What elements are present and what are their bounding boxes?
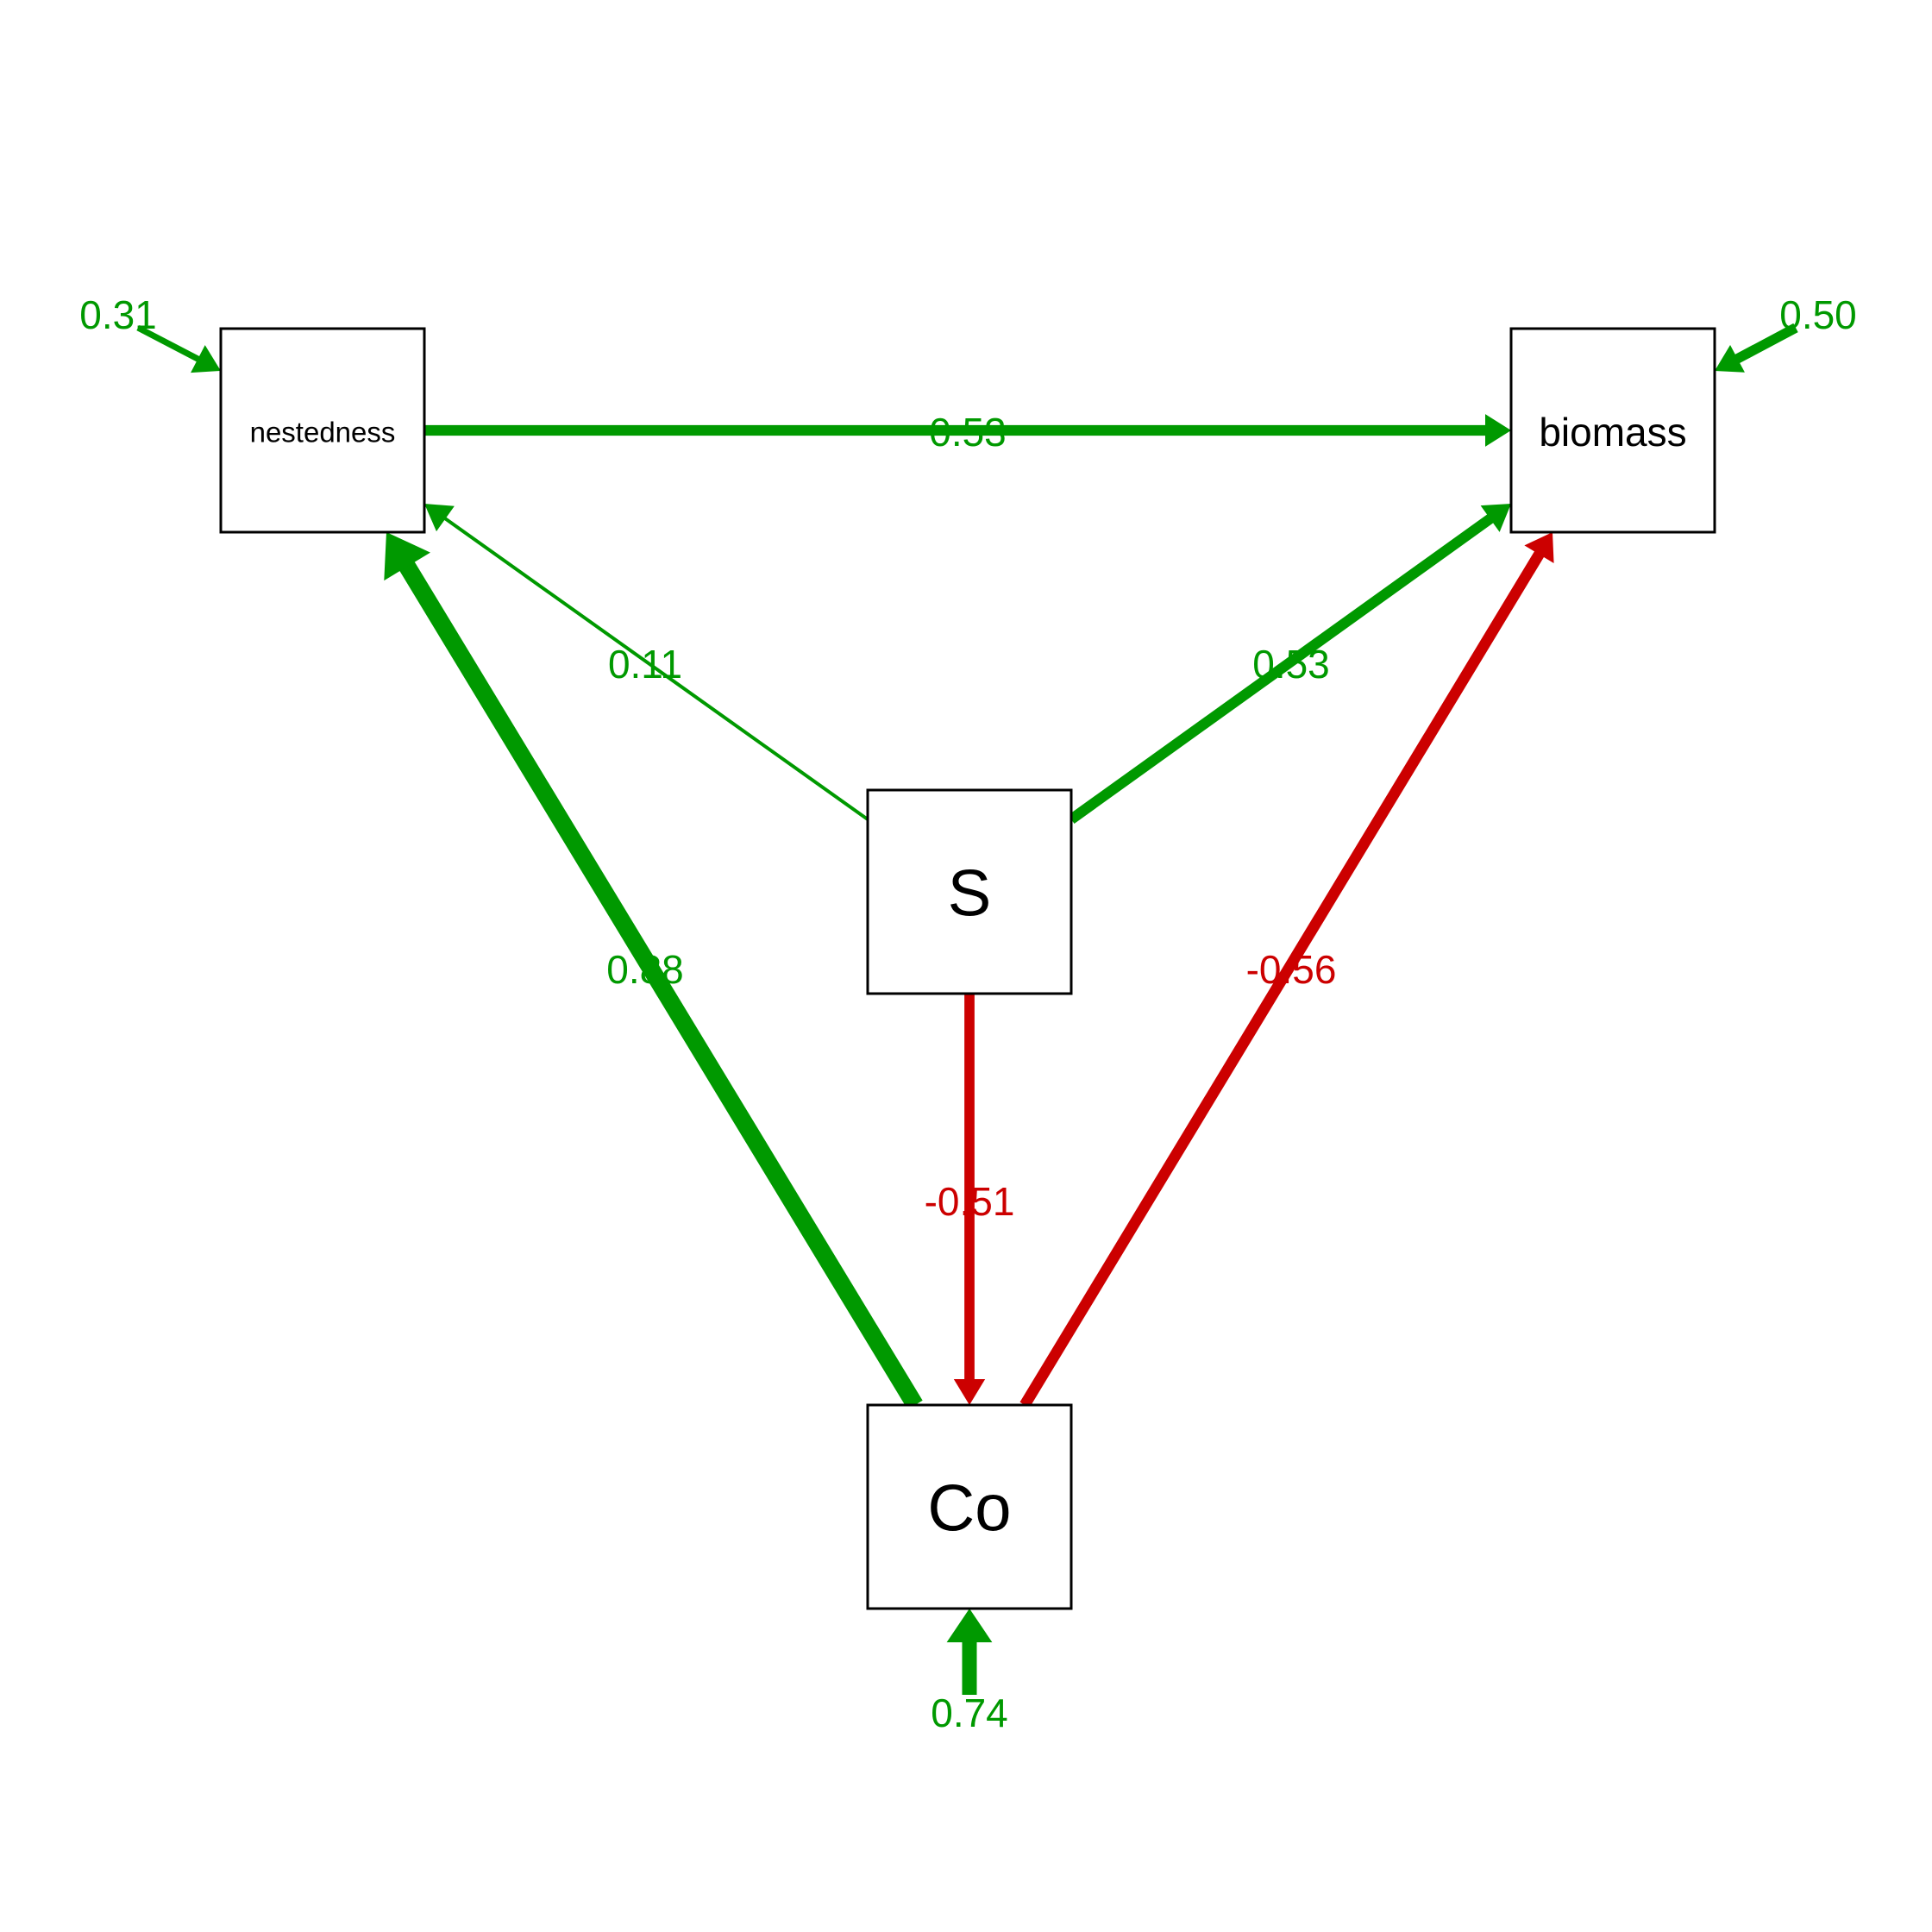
residual-nestedness-line [136, 324, 201, 363]
node-s-label: S [948, 857, 992, 931]
edge-labels-layer: 0.53 0.11 0.53 0.88 -0.51 -0.56 0.31 0.50 0.74 [79, 292, 1857, 1735]
residual-co-label: 0.74 [931, 1690, 1008, 1735]
path-s_to_biomass-arrowhead [1480, 504, 1511, 532]
node-s-box [866, 788, 1073, 995]
node-biomass-label: biomass [1539, 410, 1686, 455]
path-co_to_nestedness-line [398, 560, 923, 1410]
path-nestedness_to_biomass-label: 0.53 [929, 410, 1007, 455]
residual-biomass-label: 0.50 [1779, 292, 1857, 337]
path-co_to_biomass-line [1019, 549, 1546, 1408]
path-s_to_biomass-label: 0.53 [1252, 642, 1330, 687]
path-co_to_biomass-arrowhead [1524, 532, 1554, 564]
node-nestedness-box [219, 327, 426, 534]
path-co_to_nestedness-label: 0.88 [606, 947, 684, 992]
path-s_to_biomass-line [1068, 513, 1495, 824]
path-s_to_nestedness-arrowhead [424, 504, 455, 532]
path-s_to_co-arrowhead [953, 1379, 986, 1405]
path-s_to_nestedness-label: 0.11 [608, 642, 682, 687]
residual-biomass-arrowhead [1715, 345, 1745, 373]
edges-layer [136, 323, 1798, 1695]
node-biomass-box [1509, 327, 1716, 534]
path-co_to_nestedness-arrowhead [384, 532, 430, 581]
node-nestedness-label: nestedness [250, 417, 396, 448]
path-s_to_co-label: -0.51 [925, 1179, 1015, 1224]
residual-biomass-line [1734, 323, 1798, 364]
node-co-label: Co [927, 1472, 1011, 1546]
residual-nestedness-arrowhead [191, 345, 221, 373]
residual-co-arrowhead [946, 1609, 993, 1643]
path-s_to_nestedness-line [442, 516, 869, 821]
path-co_to_biomass-label: -0.56 [1246, 947, 1337, 992]
nodes-layer: nestedness biomass S Co [219, 327, 1716, 1610]
residual-nestedness-label: 0.31 [79, 292, 157, 337]
node-co-box [866, 1403, 1073, 1610]
path-nestedness_to_biomass-arrowhead [1485, 414, 1511, 447]
